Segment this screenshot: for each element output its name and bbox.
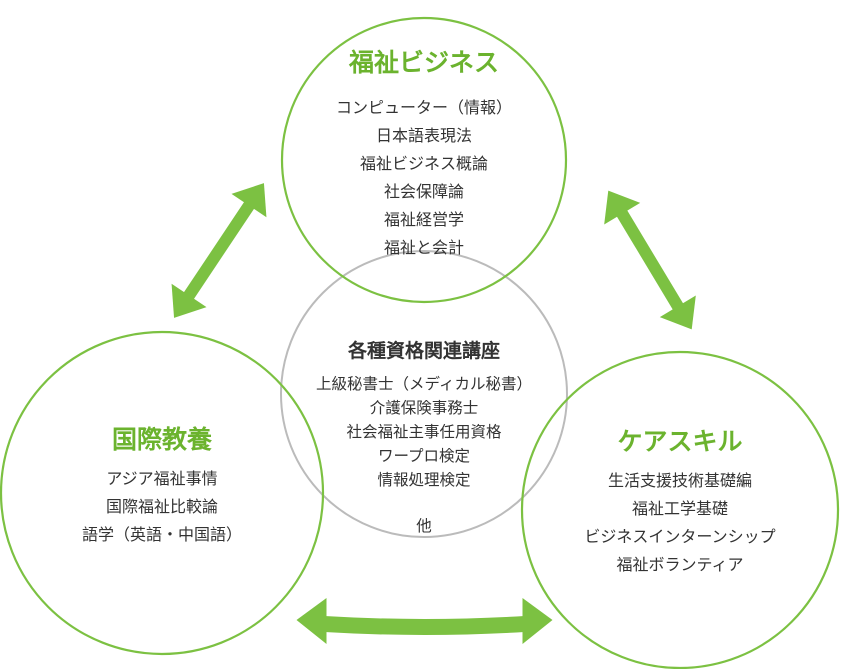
top-circle-content: 福祉ビジネス コンピューター（情報） 日本語表現法 福祉ビジネス概論 社会保障論…	[294, 48, 554, 262]
center-circle-title: 各種資格関連講座	[347, 340, 500, 362]
left-circle-title: 国際教養	[111, 425, 212, 454]
right-item: 福祉ボランティア	[616, 555, 744, 574]
right-item: 福祉工学基礎	[631, 499, 728, 518]
top-circle	[280, 16, 568, 304]
center-item: 上級秘書士（メディカル秘書）	[316, 375, 532, 393]
left-item: 語学（英語・中国語）	[81, 525, 242, 544]
double-arrow-bottom	[296, 598, 553, 644]
right-circle-title: ケアスキル	[617, 427, 743, 456]
left-circle	[0, 330, 325, 656]
double-arrow-top-right	[604, 190, 696, 330]
top-item: 福祉経営学	[383, 210, 464, 229]
top-item: 福祉ビジネス概論	[359, 154, 488, 173]
left-circle-content: 国際教養 アジア福祉事情 国際福祉比較論 語学（英語・中国語）	[52, 425, 272, 549]
center-item: 介護保険事務士	[369, 399, 479, 417]
right-item: 生活支援技術基礎編	[607, 471, 752, 490]
left-item: アジア福祉事情	[106, 469, 218, 488]
center-item: 社会福祉主事任用資格	[346, 423, 502, 441]
top-item: 福祉と会計	[383, 238, 464, 257]
top-circle-title: 福祉ビジネス	[348, 48, 499, 77]
center-item: 情報処理検定	[377, 471, 471, 489]
top-item: 日本語表現法	[375, 126, 472, 145]
center-circle	[280, 250, 568, 538]
double-arrow-top-left	[171, 183, 267, 318]
right-circle	[520, 350, 840, 669]
center-item: ワープロ検定	[377, 447, 471, 465]
top-item: コンピューター（情報）	[335, 98, 512, 117]
top-item: 社会保障論	[383, 182, 464, 201]
right-circle-content: ケアスキル 生活支援技術基礎編 福祉工学基礎 ビジネスインターンシップ 福祉ボラ…	[555, 427, 805, 579]
center-circle-content: 各種資格関連講座 上級秘書士（メディカル秘書） 介護保険事務士 社会福祉主事任用…	[294, 338, 554, 538]
center-other: 他	[416, 517, 432, 535]
right-item: ビジネスインターンシップ	[584, 527, 776, 546]
left-item: 国際福祉比較論	[105, 497, 218, 516]
